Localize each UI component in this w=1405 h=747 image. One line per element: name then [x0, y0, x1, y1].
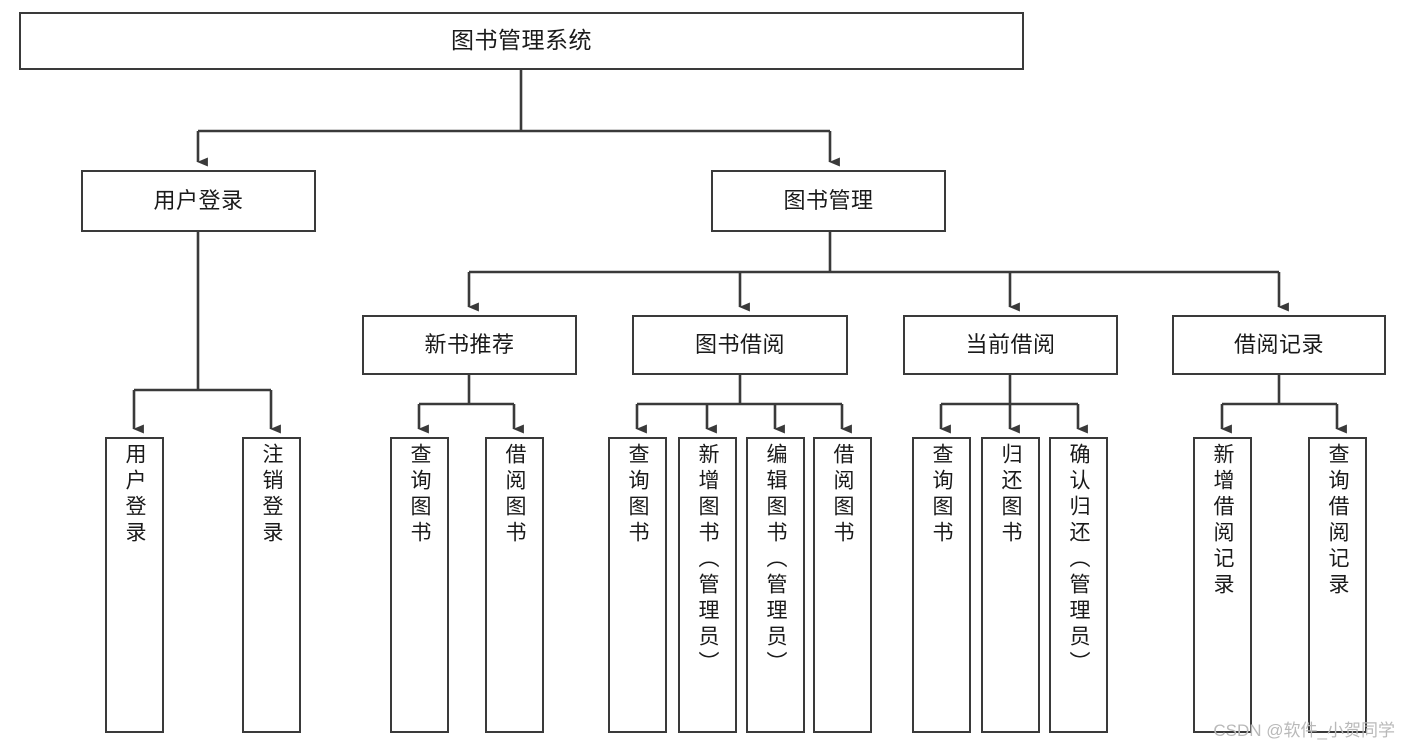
node-new-book-recommend-label: 新书推荐: [424, 331, 515, 357]
node-current-borrow[interactable]: 当前借阅: [903, 315, 1118, 375]
node-borrow-record-label: 借阅记录: [1233, 331, 1324, 357]
node-book-manage[interactable]: 图书管理: [711, 170, 946, 232]
watermark: CSDN @软件_小贺同学: [1213, 721, 1395, 740]
node-leaf-borrow-book-1[interactable]: 借阅图书: [485, 437, 544, 733]
node-leaf-query-record[interactable]: 查询借阅记录: [1308, 437, 1367, 733]
node-leaf-borrow-book-2[interactable]: 借阅图书: [813, 437, 872, 733]
node-user-login[interactable]: 用户登录: [81, 170, 316, 232]
node-leaf-add-record[interactable]: 新增借阅记录: [1193, 437, 1252, 733]
node-leaf-edit-book[interactable]: 编辑图书（管理员）: [746, 437, 805, 733]
node-borrow-record[interactable]: 借阅记录: [1172, 315, 1386, 375]
node-leaf-query-book-1[interactable]: 查询图书: [390, 437, 449, 733]
node-leaf-borrow-book-2-label: 借阅图书: [831, 443, 854, 547]
node-leaf-logout-label: 注销登录: [260, 443, 283, 547]
node-root-label: 图书管理系统: [451, 27, 592, 54]
node-leaf-return-book[interactable]: 归还图书: [981, 437, 1040, 733]
node-book-borrow[interactable]: 图书借阅: [632, 315, 848, 375]
node-leaf-query-book-2[interactable]: 查询图书: [608, 437, 667, 733]
node-leaf-return-book-label: 归还图书: [999, 443, 1022, 547]
node-leaf-add-book-label: 新增图书（管理员）: [696, 443, 719, 677]
node-leaf-query-record-label: 查询借阅记录: [1326, 443, 1349, 599]
node-root[interactable]: 图书管理系统: [19, 12, 1024, 70]
node-leaf-edit-book-label: 编辑图书（管理员）: [764, 443, 787, 677]
node-leaf-query-book-3-label: 查询图书: [930, 443, 953, 547]
node-leaf-user-login-label: 用户登录: [123, 443, 146, 547]
node-leaf-query-book-3[interactable]: 查询图书: [912, 437, 971, 733]
node-current-borrow-label: 当前借阅: [965, 331, 1056, 357]
node-leaf-add-record-label: 新增借阅记录: [1211, 443, 1234, 599]
node-leaf-confirm-return[interactable]: 确认归还（管理员）: [1049, 437, 1108, 733]
node-leaf-confirm-return-label: 确认归还（管理员）: [1067, 443, 1090, 677]
node-leaf-borrow-book-1-label: 借阅图书: [503, 443, 526, 547]
node-leaf-user-login[interactable]: 用户登录: [105, 437, 164, 733]
node-new-book-recommend[interactable]: 新书推荐: [362, 315, 577, 375]
node-leaf-logout[interactable]: 注销登录: [242, 437, 301, 733]
node-leaf-query-book-2-label: 查询图书: [626, 443, 649, 547]
node-leaf-query-book-1-label: 查询图书: [408, 443, 431, 547]
node-book-manage-label: 图书管理: [783, 187, 874, 213]
node-user-login-label: 用户登录: [153, 187, 244, 213]
node-leaf-add-book[interactable]: 新增图书（管理员）: [678, 437, 737, 733]
node-book-borrow-label: 图书借阅: [694, 331, 785, 357]
